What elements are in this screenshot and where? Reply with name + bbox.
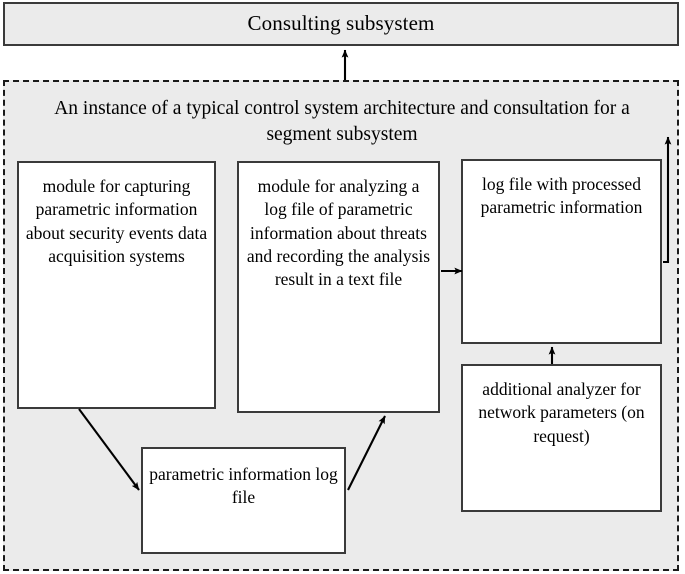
node-capture-module-label: module for capturing parametric informat…	[25, 176, 208, 266]
segment-subsystem-title: An instance of a typical control system …	[54, 98, 630, 145]
node-processed-log-file-label: log file with processed parametric infor…	[480, 174, 643, 218]
node-additional-analyzer: additional analyzer for network paramete…	[461, 364, 662, 512]
consulting-subsystem-box: Consulting subsystem	[3, 2, 679, 46]
node-parametric-log-file: parametric information log file	[141, 447, 346, 554]
node-parametric-log-file-label: parametric information log file	[149, 464, 338, 508]
node-additional-analyzer-label: additional analyzer for network paramete…	[478, 379, 645, 446]
node-processed-log-file: log file with processed parametric infor…	[461, 159, 662, 344]
node-capture-module: module for capturing parametric informat…	[17, 161, 216, 409]
consulting-subsystem-title: Consulting subsystem	[247, 11, 435, 36]
node-analyze-module-label: module for analyzing a log file of param…	[246, 176, 431, 290]
node-analyze-module: module for analyzing a log file of param…	[237, 161, 440, 413]
